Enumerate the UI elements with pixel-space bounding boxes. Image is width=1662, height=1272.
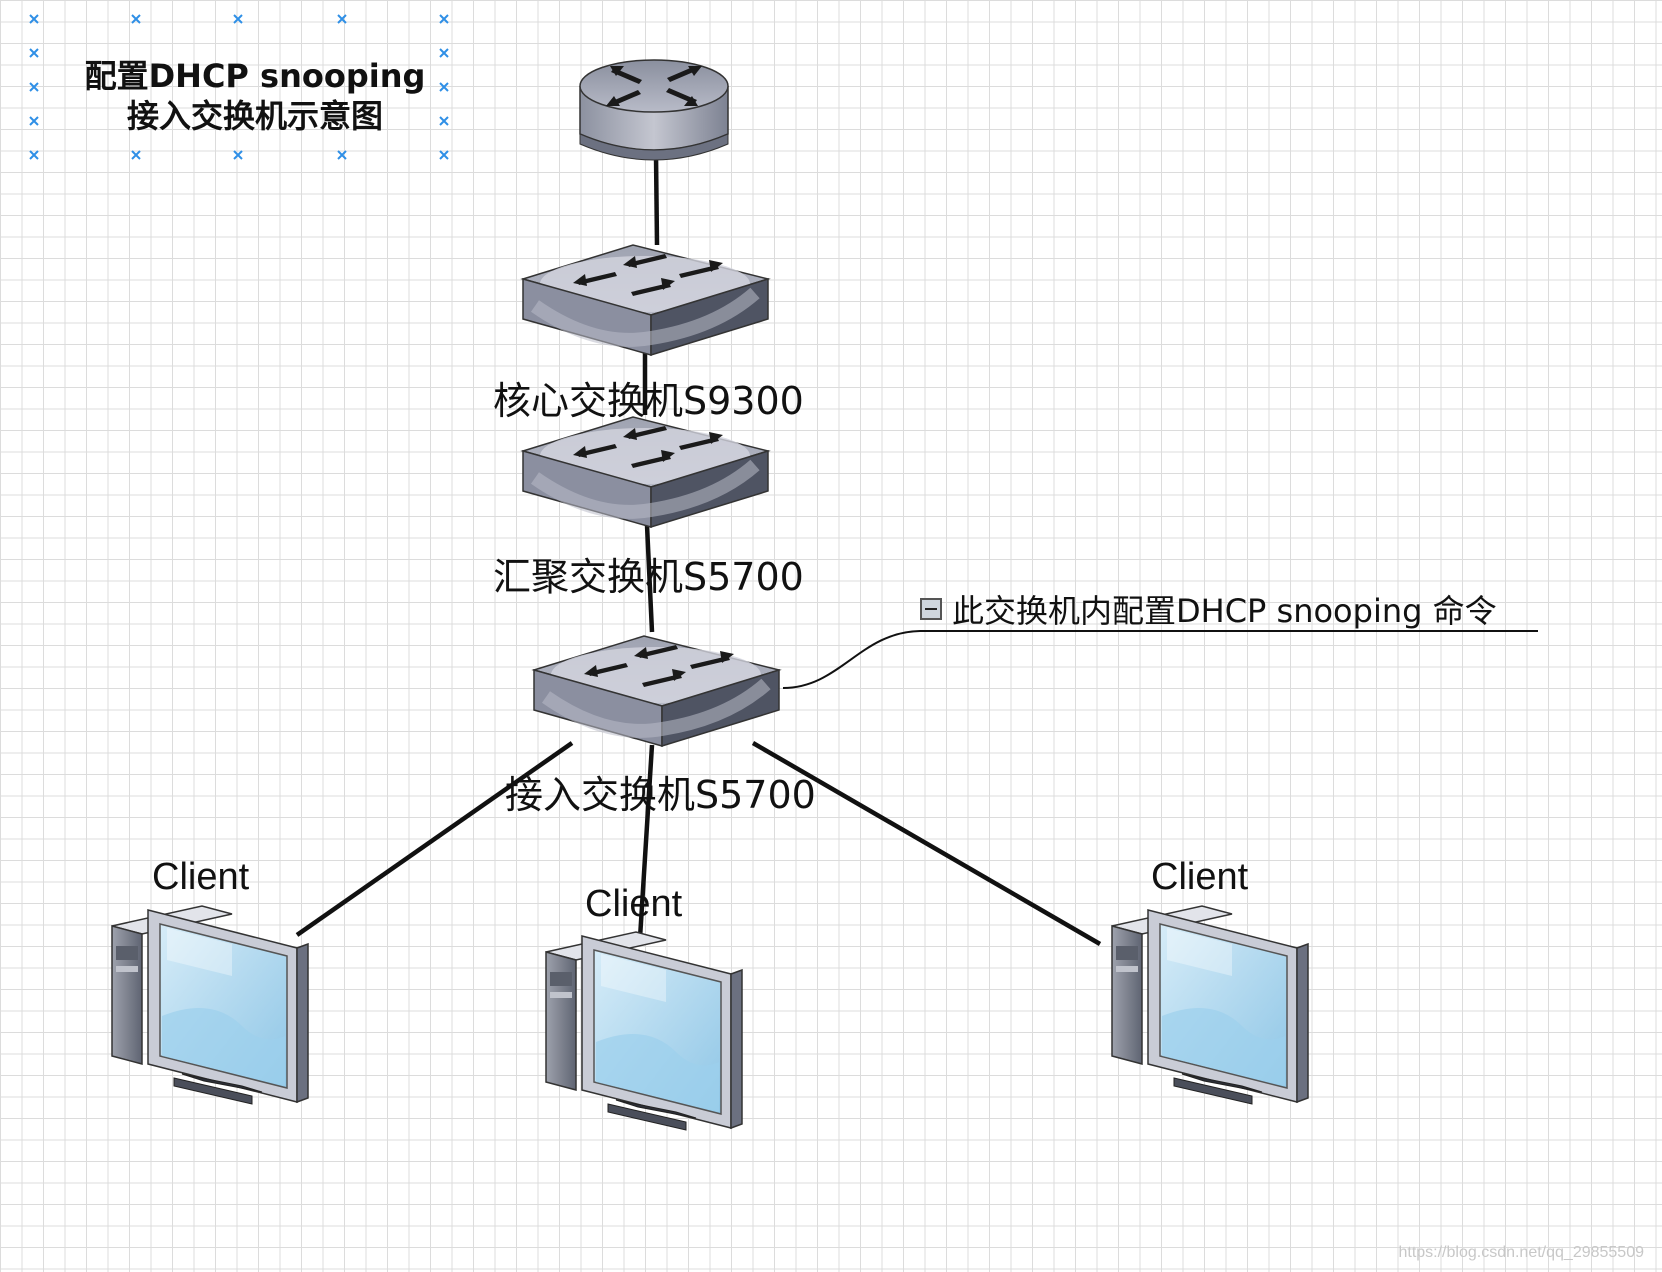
collapse-icon[interactable] — [920, 598, 942, 620]
annotation-note[interactable]: 此交换机内配置DHCP snooping 命令 — [920, 586, 1497, 632]
access-switch-icon[interactable] — [534, 636, 779, 746]
client-left-icon[interactable] — [111, 905, 309, 1105]
diagram-title[interactable]: 配置DHCP snooping 接入交换机示意图 — [60, 56, 450, 136]
aggregation-switch-label: 汇聚交换机S5700 — [493, 555, 804, 599]
client-right-label: Client — [1151, 856, 1249, 898]
watermark: https://blog.csdn.net/qq_29855509 — [1398, 1244, 1644, 1261]
links — [295, 154, 1102, 946]
link-access-client-right — [751, 741, 1102, 946]
note-connector — [782, 630, 1538, 689]
aggregation-switch-icon[interactable] — [523, 417, 768, 527]
link-access-client-left — [295, 741, 574, 937]
client-middle-label: Client — [585, 883, 683, 925]
link-aggregation-access — [644, 524, 655, 633]
link-router-core — [653, 154, 660, 246]
title-line-2: 接入交换机示意图 — [126, 97, 383, 135]
core-switch-icon[interactable] — [523, 245, 768, 355]
access-switch-label: 接入交换机S5700 — [505, 773, 816, 817]
link-access-client-middle — [637, 744, 655, 939]
client-left-label: Client — [152, 856, 250, 898]
title-line-1: 配置DHCP snooping — [84, 57, 426, 95]
title-selection-handles — [29, 14, 449, 160]
core-switch-label: 核心交换机S9300 — [493, 379, 804, 423]
router-icon[interactable] — [579, 59, 729, 161]
client-middle-icon[interactable] — [545, 931, 743, 1131]
annotation-text: 此交换机内配置DHCP snooping 命令 — [952, 592, 1497, 630]
client-right-icon[interactable] — [1111, 905, 1309, 1105]
